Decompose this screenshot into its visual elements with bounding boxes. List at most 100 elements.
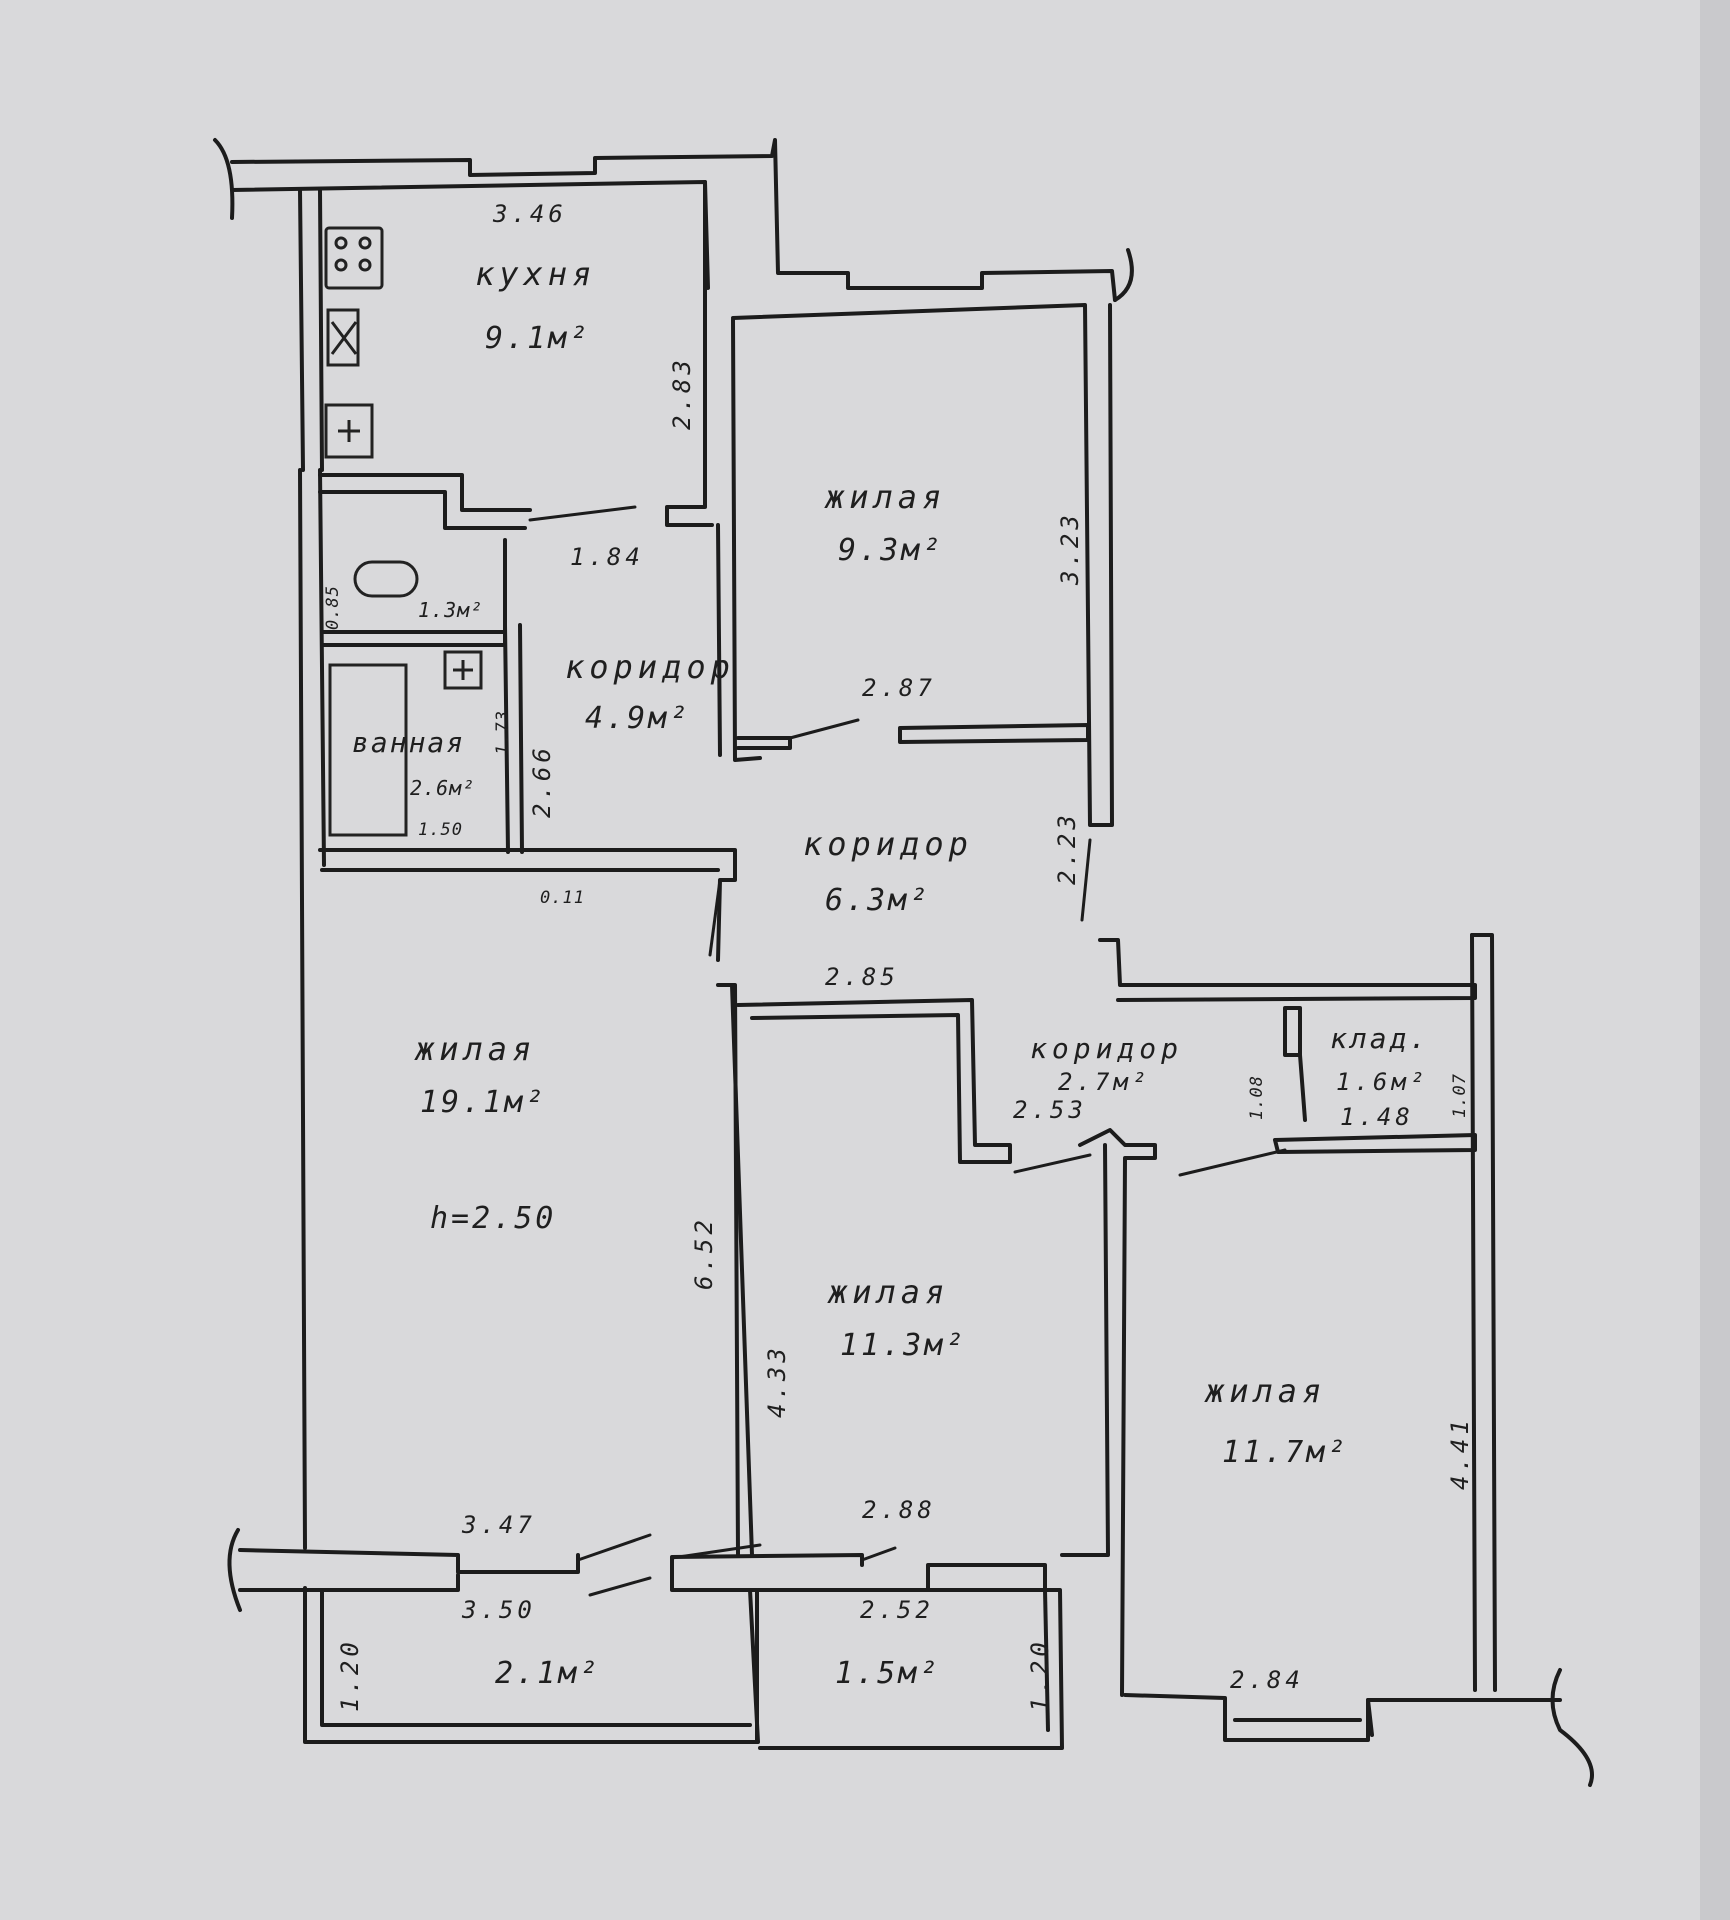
door-swing-living-top xyxy=(788,718,860,740)
dim-living-large-347: 3.47 xyxy=(461,1511,536,1539)
wall-kitchen-bottom-inner xyxy=(318,490,527,530)
door-swing-kitchen xyxy=(528,505,637,522)
wall-top-left-stub xyxy=(213,138,235,220)
kitchen-unit-icon xyxy=(326,308,360,367)
wall-bottom-left-stub xyxy=(227,1528,242,1612)
storage-area: 1.6м² xyxy=(1336,1068,1428,1096)
living-right-name: жилая xyxy=(1204,1372,1326,1410)
wall-living-top-left2 xyxy=(716,523,722,757)
corridor-3-name: коридор xyxy=(1030,1032,1183,1065)
dim-storage-107: 1.07 xyxy=(1450,1073,1470,1118)
wall-bath-right2 xyxy=(518,623,524,854)
wall-bath-bottom xyxy=(318,848,737,962)
wall-left-exterior-inner xyxy=(318,468,326,867)
stove-icon xyxy=(324,226,384,290)
wall-bottom-right-step xyxy=(1366,1698,1374,1737)
door-swing-balcony-left-a xyxy=(576,1533,652,1562)
dim-bath-011: 0.11 xyxy=(540,888,585,908)
dim-toilet-height: 0.85 xyxy=(323,585,343,630)
toilet-icon xyxy=(353,560,419,598)
kitchen-name: кухня xyxy=(475,255,596,293)
wall-storage-left-long xyxy=(1298,1053,1307,1122)
wall-living-mid-left xyxy=(716,983,740,1557)
washbasin-plus-icon xyxy=(453,660,473,680)
bathroom-area: 2.6м² xyxy=(410,776,475,800)
wall-kitchen-bottom xyxy=(318,473,532,512)
dim-balcony-120-left: 1.20 xyxy=(336,1638,364,1712)
dim-kitchen-depth: 2.83 xyxy=(668,356,696,430)
dim-bath-266: 2.66 xyxy=(528,744,556,818)
fixtures xyxy=(324,226,483,837)
bathtub-icon xyxy=(328,663,408,837)
dim-balcony-252: 2.52 xyxy=(860,1596,934,1624)
door-swing-balcony-left-b xyxy=(588,1576,652,1597)
wall-living-top-bottom-seg2 xyxy=(898,723,1090,744)
ceiling-height: h=2.50 xyxy=(430,1201,556,1236)
wall-corridor3-post xyxy=(1078,1128,1157,1697)
dim-living-mid-433: 4.33 xyxy=(763,1344,791,1418)
wall-living-top-left xyxy=(731,318,762,762)
storage-name: клад. xyxy=(1330,1022,1429,1055)
door-swing-right-room xyxy=(1178,1148,1287,1177)
wall-bath-right xyxy=(503,623,510,854)
wall-right-wing-right xyxy=(1470,933,1497,1692)
door-swing-balcony-mid-a xyxy=(670,1543,762,1560)
wall-left-exterior xyxy=(298,468,307,1550)
wall-right-cap xyxy=(1113,248,1134,302)
wall-right-wing-top xyxy=(1098,938,1477,1002)
gas-meter-icon xyxy=(330,321,358,355)
dim-corridor-253: 2.53 xyxy=(1013,1096,1087,1124)
wall-right-wing-right2 xyxy=(1470,933,1477,1692)
door-swing-balcony-mid-b xyxy=(860,1546,897,1562)
corridor-3-area: 2.7м² xyxy=(1058,1068,1150,1096)
bathroom-name: ванная xyxy=(352,726,465,759)
dim-storage-148: 1.48 xyxy=(1340,1103,1414,1131)
wall-balcony-right-inner xyxy=(1043,1588,1050,1732)
kitchen-area: 9.1м² xyxy=(485,321,590,356)
wall-balcony-mid-divider xyxy=(748,1588,760,1744)
wall-living-mid-top xyxy=(736,998,1012,1164)
wall-kitchen-right xyxy=(665,180,714,527)
corridor-main-area: 6.3м² xyxy=(825,883,930,918)
dim-kitchen-lower: 1.84 xyxy=(570,543,644,571)
wall-storage-bottom xyxy=(1273,1133,1477,1154)
wall-toilet-bottom xyxy=(320,630,507,647)
wall-bottom-right-cap xyxy=(1550,1668,1594,1787)
dim-bath-173: 1.73 xyxy=(493,710,513,755)
wall-kitchen-left xyxy=(298,188,305,472)
stove-burner-icon xyxy=(358,236,372,250)
dim-storage-108: 1.08 xyxy=(1247,1075,1267,1120)
dim-balcony-350: 3.50 xyxy=(461,1596,536,1624)
living-large-area: 19.1м² xyxy=(420,1085,546,1120)
wall-balcony-left-box-inner xyxy=(320,1588,752,1727)
balcony-left-area: 2.1м² xyxy=(495,1656,600,1691)
living-top-name: жилая xyxy=(824,478,946,516)
wall-kitchen-left-inner xyxy=(318,188,324,472)
paper-edge xyxy=(1700,0,1730,1920)
wall-living-mid-right xyxy=(1060,1143,1110,1557)
washbasin-icon xyxy=(443,650,483,690)
room-labels: кухня 9.1м² жилая 9.3м² коридор 4.9м² ва… xyxy=(352,255,1429,1691)
living-top-area: 9.3м² xyxy=(838,533,943,568)
corridor-small-area: 4.9м² xyxy=(585,701,690,736)
living-large-name: жилая xyxy=(414,1030,536,1068)
sink-plus-icon xyxy=(338,420,360,442)
dim-kitchen-width: 3.46 xyxy=(492,200,567,228)
wall-top-kitchen-inner xyxy=(230,180,710,290)
dim-living-large-652: 6.52 xyxy=(690,1216,718,1290)
living-mid-name: жилая xyxy=(827,1273,949,1311)
corridor-main-name: коридор xyxy=(803,825,973,863)
dim-balcony-120-right: 1.20 xyxy=(1026,1638,1054,1712)
wall-balcony-left-box xyxy=(303,1553,864,1744)
wall-balcony-right xyxy=(758,1588,1064,1750)
wall-living-top-bottom-seg xyxy=(736,736,792,750)
kitchen-sink-icon xyxy=(324,403,374,459)
dimension-labels: 3.46 2.83 1.84 0.85 1.73 2.66 1.50 0.11 … xyxy=(323,200,1474,1712)
door-swing-mid xyxy=(1013,1153,1092,1174)
wall-storage-left xyxy=(1283,1006,1302,1057)
wall-bottom-main-lower xyxy=(238,1573,460,1592)
dim-living-top-depth: 3.23 xyxy=(1056,511,1084,586)
living-right-area: 11.7м² xyxy=(1222,1435,1348,1470)
dim-bath-150: 1.50 xyxy=(418,820,463,840)
stove-burner-icon xyxy=(334,236,348,250)
